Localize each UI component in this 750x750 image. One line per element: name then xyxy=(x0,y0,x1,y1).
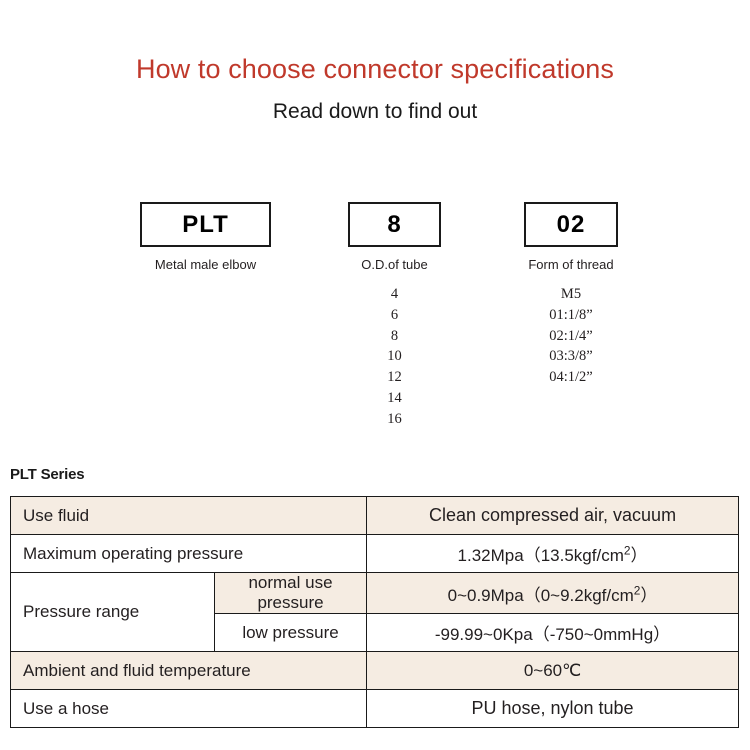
code-option: 02:1/4” xyxy=(549,327,593,344)
table-cell-value: Clean compressed air, vacuum xyxy=(366,496,740,535)
code-column-series: PLT Metal male elbow xyxy=(140,202,271,272)
table-cell-label: Maximum operating pressure xyxy=(9,534,368,573)
table-row: low pressure-99.99~0Kpa（-750~0mmHg） xyxy=(11,613,740,652)
table-cell-value: 1.32Mpa（13.5kgf/cm2） xyxy=(366,534,740,573)
series-heading: PLT Series xyxy=(10,466,85,483)
code-option: 16 xyxy=(387,410,402,427)
table-cell-value: -99.99~0Kpa（-750~0mmHg） xyxy=(366,613,740,652)
code-option: 04:1/2” xyxy=(549,369,593,386)
code-option: 01:1/8” xyxy=(549,306,593,323)
code-option: 03:3/8” xyxy=(549,348,593,365)
page-title: How to choose connector specifications xyxy=(135,54,615,84)
part-number-builder: PLT Metal male elbow 8 O.D.of tube 4 6 8 10… xyxy=(0,202,750,452)
code-option: 6 xyxy=(390,306,399,323)
code-options-tube-od: 4 6 8 10 12 14 16 xyxy=(348,284,441,430)
code-caption-tube-od: O.D.of tube xyxy=(361,257,428,272)
table-cell-value: 0~60℃ xyxy=(366,651,740,690)
code-column-tube-od: 8 O.D.of tube 4 6 8 10 12 14 16 xyxy=(348,202,441,430)
table-cell-label: Pressure range xyxy=(10,572,215,652)
code-box-thread-form: 02 xyxy=(524,202,618,247)
table-cell-label: Use a hose xyxy=(9,689,368,728)
table-cell-value: PU hose, nylon tube xyxy=(366,689,740,728)
table-cell-label: Use fluid xyxy=(9,496,368,535)
table-cell-value: 0~0.9Mpa（0~9.2kgf/cm2） xyxy=(366,572,740,614)
table-cell-label: Ambient and fluid temperature xyxy=(9,651,368,690)
table-cell-sublabel: low pressure xyxy=(213,613,368,652)
code-option: 12 xyxy=(387,369,402,386)
code-option: 4 xyxy=(390,286,399,302)
code-box-series: PLT xyxy=(140,202,271,247)
code-caption-thread-form: Form of thread xyxy=(528,257,614,272)
code-option: M5 xyxy=(560,286,582,302)
code-option: 10 xyxy=(387,348,402,365)
code-column-thread-form: 02 Form of thread M5 01:1/8” 02:1/4” 03:3/8… xyxy=(524,202,618,388)
table-cell-sublabel: normal use pressure xyxy=(213,572,368,614)
code-option: 14 xyxy=(387,389,402,406)
code-box-tube-od: 8 xyxy=(348,202,441,247)
code-options-thread-form: M5 01:1/8” 02:1/4” 03:3/8” 04:1/2” xyxy=(524,284,618,388)
code-caption-series: Metal male elbow xyxy=(154,257,257,272)
page-subtitle: Read down to find out xyxy=(272,100,478,123)
code-option: 8 xyxy=(390,327,399,344)
